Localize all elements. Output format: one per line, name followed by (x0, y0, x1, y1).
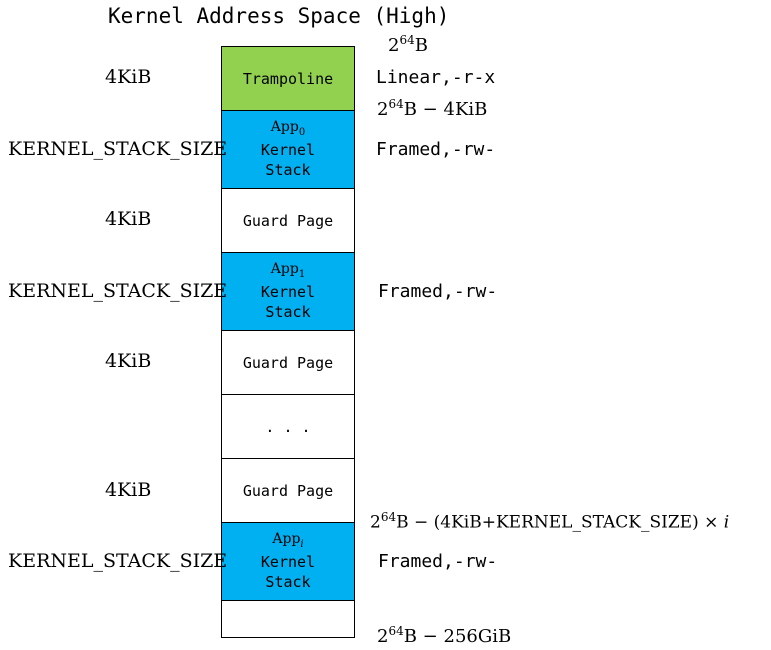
app0-kernel-stack-block: App0 Kernel Stack (221, 110, 355, 189)
guard-page-label-2: Guard Page (242, 353, 334, 372)
app1-label: App1 (270, 260, 306, 280)
appi-stack-size: KERNEL_STACK_SIZE (8, 550, 228, 572)
bottom-block (221, 600, 355, 638)
trampoline-block: Trampoline (221, 46, 355, 111)
address-appi-top: 264B − (4KiB+KERNEL_STACK_SIZE) × i (370, 510, 730, 533)
diagram-title: Kernel Address Space (High) (108, 4, 450, 28)
guard-page-block-2: Guard Page (221, 330, 355, 395)
appi-label: Appi (272, 530, 304, 550)
guard-page-block-3: Guard Page (221, 458, 355, 523)
app0-label: App0 (270, 118, 306, 138)
appi-stack-label: Stack (265, 573, 311, 592)
trampoline-attr: Linear,-r-x (376, 67, 496, 88)
trampoline-size: 4KiB (105, 66, 152, 88)
appi-kernel-stack-block: Appi Kernel Stack (221, 522, 355, 601)
appi-kernel-label: Kernel (260, 553, 316, 572)
appi-stack-attr: Framed,-rw- (378, 551, 498, 572)
guard-page-label-1: Guard Page (242, 211, 334, 230)
app0-kernel-label: Kernel (260, 141, 316, 160)
app1-stack-label: Stack (265, 303, 311, 322)
address-top: 264B (388, 33, 428, 56)
ellipsis-block: . . . (221, 394, 355, 459)
app0-stack-size: KERNEL_STACK_SIZE (8, 138, 228, 160)
guard3-size: 4KiB (105, 479, 152, 501)
guard-page-block-1: Guard Page (221, 188, 355, 253)
app1-stack-attr: Framed,-rw- (378, 281, 498, 302)
ellipsis-label: . . . (265, 417, 311, 436)
address-bottom: 264B − 256GiB (377, 624, 512, 647)
guard-page-label-3: Guard Page (242, 481, 334, 500)
app0-stack-attr: Framed,-rw- (376, 139, 496, 160)
guard1-size: 4KiB (105, 208, 152, 230)
app1-kernel-label: Kernel (260, 283, 316, 302)
app1-stack-size: KERNEL_STACK_SIZE (8, 280, 228, 302)
app0-stack-label: Stack (265, 161, 311, 180)
address-below-trampoline: 264B − 4KiB (377, 97, 488, 120)
trampoline-label: Trampoline (242, 69, 334, 88)
guard2-size: 4KiB (105, 350, 152, 372)
app1-kernel-stack-block: App1 Kernel Stack (221, 252, 355, 331)
